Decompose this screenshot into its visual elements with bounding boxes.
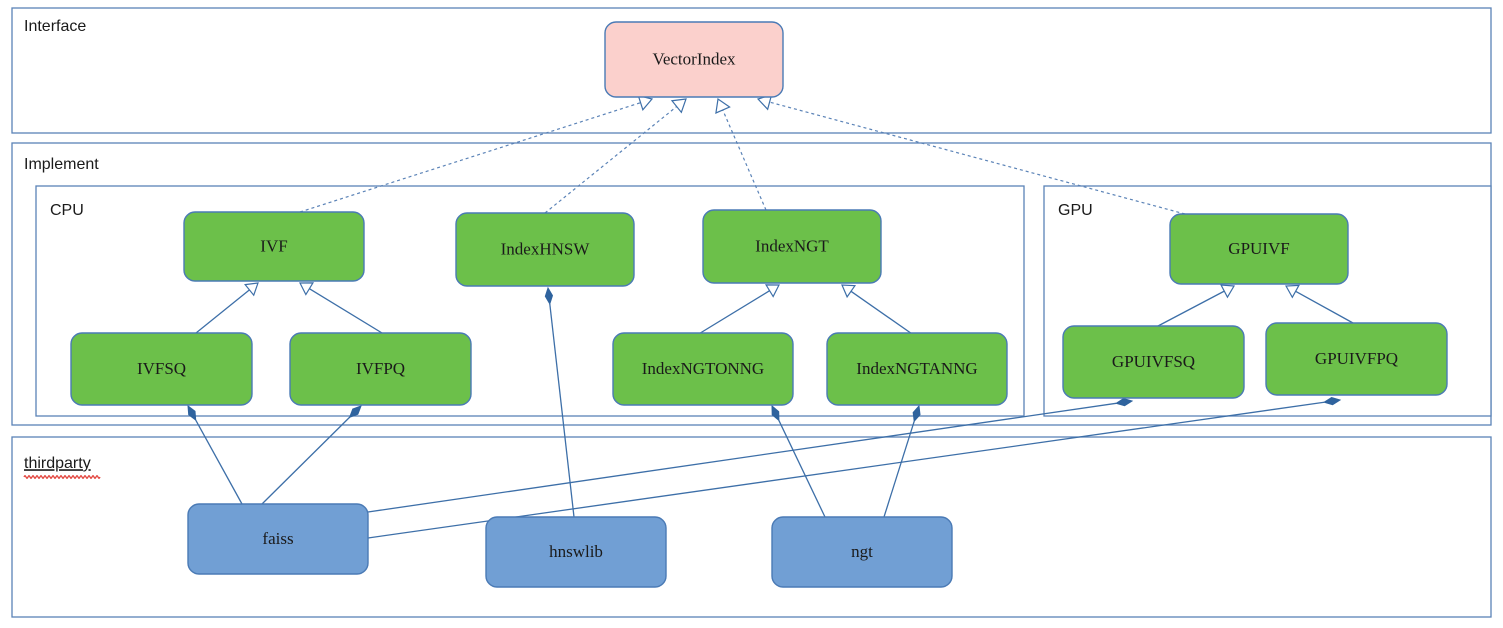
node-label-gpuivfsq: GPUIVFSQ	[1112, 352, 1195, 371]
node-label-gpuivfpq: GPUIVFPQ	[1315, 349, 1398, 368]
node-label-indexngtonng: IndexNGTONNG	[642, 359, 764, 378]
node-indexngtanng[interactable]: IndexNGTANNG	[826, 332, 1008, 406]
edge-indexhnsw-vectorindex	[544, 98, 687, 214]
node-label-ivf: IVF	[260, 236, 287, 255]
edge-ngt-indexngtonng	[771, 404, 826, 518]
edge-indexngt-vectorindex	[715, 97, 767, 211]
node-label-hnswlib: hnswlib	[549, 542, 603, 561]
container-label-implement: Implement	[24, 156, 99, 173]
node-faiss[interactable]: faiss	[187, 503, 369, 575]
edge-ivfpq-ivf	[299, 282, 383, 334]
edge-faiss-gpuivfpq	[367, 397, 1342, 539]
node-gpuivfsq[interactable]: GPUIVFSQ	[1062, 325, 1245, 399]
container-label-cpu: CPU	[50, 202, 84, 219]
edge-hnswlib-indexhnsw	[544, 286, 575, 518]
node-gpuivf[interactable]: GPUIVF	[1169, 213, 1349, 285]
node-vectorindex[interactable]: VectorIndex	[604, 21, 784, 98]
node-label-faiss: faiss	[262, 529, 293, 548]
node-label-gpuivf: GPUIVF	[1228, 239, 1289, 258]
node-hnswlib[interactable]: hnswlib	[485, 516, 667, 588]
node-label-ivfsq: IVFSQ	[137, 359, 186, 378]
edge-ivfsq-ivf	[195, 282, 259, 334]
edge-gpuivfsq-gpuivf	[1157, 284, 1236, 327]
spellcheck-squiggle-thirdparty	[23, 475, 101, 479]
node-label-ngt: ngt	[851, 542, 873, 561]
node-gpuivfpq[interactable]: GPUIVFPQ	[1265, 322, 1448, 396]
container-label-thirdparty: thirdparty	[24, 455, 91, 472]
node-label-indexngt: IndexNGT	[755, 236, 829, 255]
node-ivfsq[interactable]: IVFSQ	[70, 332, 253, 406]
node-ngt[interactable]: ngt	[771, 516, 953, 588]
container-label-interface: Interface	[24, 18, 86, 35]
node-ivf[interactable]: IVF	[183, 211, 365, 282]
node-label-ivfpq: IVFPQ	[356, 359, 405, 378]
edge-faiss-gpuivfsq	[367, 398, 1134, 513]
node-ivfpq[interactable]: IVFPQ	[289, 332, 472, 406]
edge-faiss-ivfsq	[187, 404, 243, 505]
edge-faiss-ivfpq	[261, 405, 362, 505]
node-indexhnsw[interactable]: IndexHNSW	[455, 212, 635, 287]
edge-ngt-indexngtanng	[883, 404, 921, 518]
container-label-gpu: GPU	[1058, 202, 1093, 219]
node-indexngtonng[interactable]: IndexNGTONNG	[612, 332, 794, 406]
node-label-indexhnsw: IndexHNSW	[501, 239, 591, 258]
node-indexngt[interactable]: IndexNGT	[702, 209, 882, 284]
node-label-indexngtanng: IndexNGTANNG	[856, 359, 977, 378]
node-label-vectorindex: VectorIndex	[652, 49, 736, 68]
edge-gpuivfpq-gpuivf	[1285, 284, 1354, 324]
